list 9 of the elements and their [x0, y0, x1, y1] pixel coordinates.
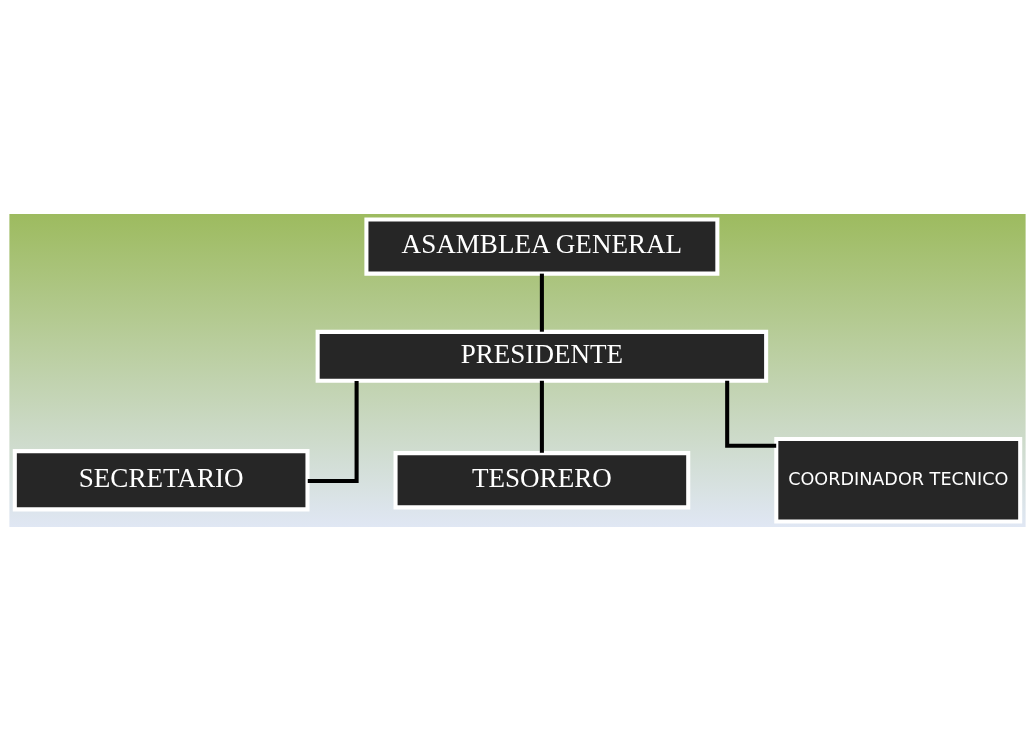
connector: [307, 380, 359, 483]
node-box: SECRETARIO: [12, 449, 310, 512]
node-box: COORDINADOR TECNICO: [774, 436, 1023, 524]
connector: [539, 273, 544, 332]
connector: [725, 380, 777, 448]
node-box: ASAMBLEA GENERAL: [364, 217, 720, 276]
node-box: TESORERO: [393, 451, 691, 510]
connector: [539, 380, 544, 453]
node-box: PRESIDENTE: [315, 329, 769, 383]
